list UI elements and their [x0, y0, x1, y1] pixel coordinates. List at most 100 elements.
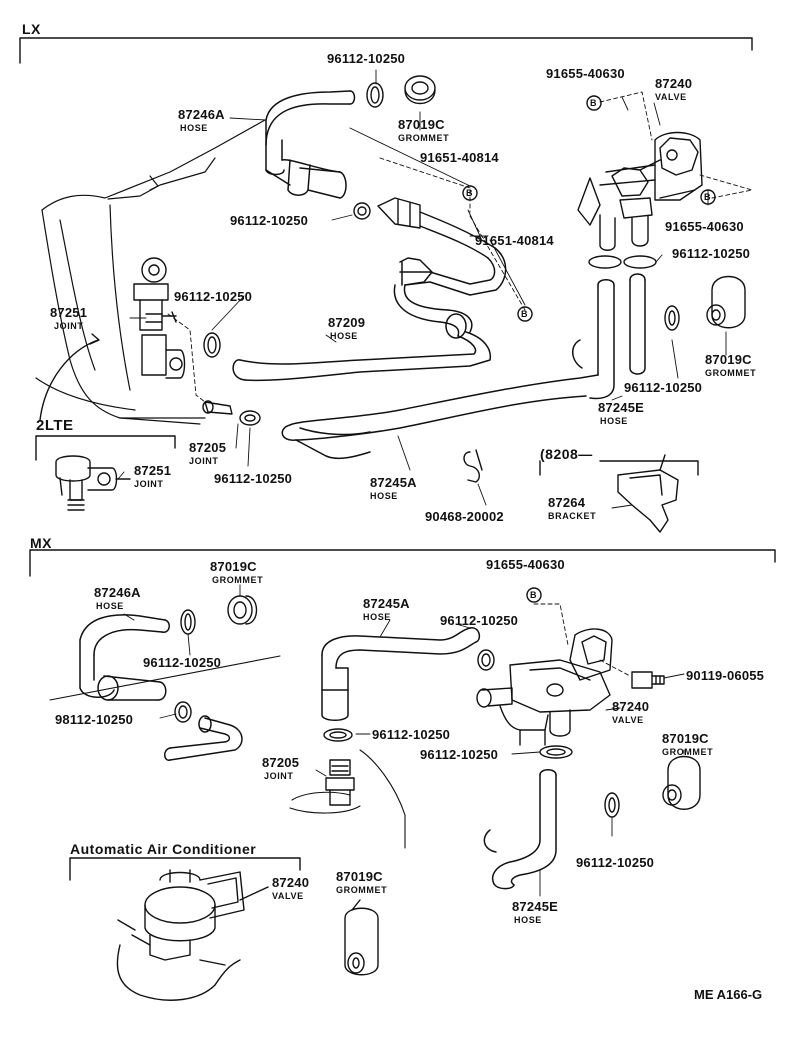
section-2lte-label: 2LTE: [36, 417, 74, 434]
bolt-mark-3: B: [704, 192, 712, 202]
label-87245e-a-desc: HOSE: [600, 416, 628, 426]
lte-arrow: [39, 339, 99, 421]
label-90119-06055: 90119-06055: [686, 668, 765, 683]
label-87245e-b-desc: HOSE: [514, 915, 542, 925]
label-87019c-a: 87019C: [398, 117, 445, 132]
mx-clamp-3: [477, 649, 495, 671]
label-87246a-b-desc: HOSE: [96, 601, 124, 611]
lx-bolt-4-icon: [517, 306, 533, 322]
mx-hose-lower: [164, 715, 243, 761]
label-87019c-b: 87019C: [705, 352, 752, 367]
label-87209: 87209: [328, 315, 366, 330]
label-87019c-c-desc: GROMMET: [212, 575, 264, 585]
lx-bolt-2-icon: [462, 185, 478, 201]
label-91651-40814-a: 91651-40814: [420, 150, 499, 165]
mx-bolt-icon: [526, 587, 542, 603]
label-87205-a-desc: JOINT: [189, 456, 219, 466]
label-96112-10250-b: 96112-10250: [230, 213, 309, 228]
lte-frame: [35, 435, 176, 461]
label-91655-40630-c: 91655-40630: [486, 557, 565, 572]
lx-pipe-valve-connector: [353, 197, 496, 259]
label-96112-10250-i: 96112-10250: [372, 727, 451, 742]
lx-hose-87245E: [572, 273, 646, 400]
label-87019c-d-desc: GROMMET: [662, 747, 714, 757]
label-96112-10250-a: 96112-10250: [327, 51, 406, 66]
label-87251-b: 87251: [134, 463, 172, 478]
lx-hose-87246A: [265, 90, 356, 199]
lx-clamp-4: [664, 305, 680, 331]
label-87264-desc: BRACKET: [548, 511, 597, 521]
lx-hose-87209: [232, 247, 507, 382]
lx-bolt-3-icon: [700, 189, 716, 205]
label-91655-40630-a: 91655-40630: [546, 66, 625, 81]
label-96112-10250-k: 96112-10250: [576, 855, 655, 870]
section-auto-ac-label: Automatic Air Conditioner: [70, 841, 257, 857]
bracket-group-label: (8208—: [540, 446, 593, 462]
label-87019c-a-desc: GROMMET: [398, 133, 450, 143]
bolt-mark-4: B: [521, 309, 529, 319]
label-87240-c: 87240: [272, 875, 310, 890]
mx-hose-87245E: [483, 769, 557, 890]
bolt-mark-2: B: [466, 188, 474, 198]
label-96112-10250-h: 96112-10250: [143, 655, 222, 670]
label-87019c-e: 87019C: [336, 869, 383, 884]
lte-arrow-head: [89, 333, 100, 345]
label-87209-desc: HOSE: [330, 331, 358, 341]
lx-frame: [19, 37, 753, 64]
lx-engine-joint: [133, 257, 186, 379]
label-87245e-a: 87245E: [598, 400, 645, 415]
label-87251-a-desc: JOINT: [54, 321, 84, 331]
section-lx-label: LX: [22, 21, 41, 37]
lx-grommet-top: [404, 75, 436, 105]
label-87019c-d: 87019C: [662, 731, 709, 746]
mx-grommet-right: [662, 755, 701, 810]
lx-joint-87205: [202, 400, 233, 415]
lx-hose-87245A: [281, 374, 599, 460]
label-87205-b: 87205: [262, 755, 300, 770]
label-87245a-b: 87245A: [363, 596, 410, 611]
label-87205-a: 87205: [189, 440, 227, 455]
mx-clamp-2: [174, 701, 192, 723]
label-87019c-c: 87019C: [210, 559, 257, 574]
label-87019c-b-desc: GROMMET: [705, 368, 757, 378]
label-96112-10250-f: 96112-10250: [214, 471, 293, 486]
label-91655-40630-b: 91655-40630: [665, 219, 744, 234]
label-87245a-a-desc: HOSE: [370, 491, 398, 501]
label-87240-b: 87240: [612, 699, 650, 714]
label-87240-a: 87240: [655, 76, 693, 91]
label-87246a-b: 87246A: [94, 585, 141, 600]
label-87245e-b: 87245E: [512, 899, 559, 914]
section-mx-label: MX: [30, 535, 52, 551]
mx-dashed-lines: [533, 603, 631, 677]
mx-frame: [29, 549, 776, 577]
label-96112-10250-e: 96112-10250: [624, 380, 703, 395]
lx-clamp-2: [203, 332, 221, 358]
auto-ac-frame: [69, 857, 301, 881]
label-87264: 87264: [548, 495, 586, 510]
label-90468-20002: 90468-20002: [425, 509, 504, 524]
auto-ac-valve-drawing: [116, 869, 269, 1001]
lx-engine-outline: [35, 119, 266, 425]
mx-leaders: [123, 584, 685, 897]
auto-ac-grommet-drawing: [344, 899, 379, 976]
label-96112-10250-c: 96112-10250: [672, 246, 751, 261]
lx-dashed-lines: [167, 91, 753, 403]
mx-clamp-5: [539, 745, 573, 759]
mx-engine-outline: [49, 655, 406, 849]
label-87205-b-desc: JOINT: [264, 771, 294, 781]
lx-clamp-3: [588, 255, 657, 269]
bolt-mark-5: B: [530, 590, 538, 600]
lx-bracket-87264: [617, 454, 679, 533]
label-87019c-e-desc: GROMMET: [336, 885, 388, 895]
label-87251-b-desc: JOINT: [134, 479, 164, 489]
label-98112-10250: 98112-10250: [55, 712, 134, 727]
mx-clamp-4: [323, 728, 353, 742]
label-87240-b-desc: VALVE: [612, 715, 644, 725]
mx-hose-87246A: [79, 614, 170, 701]
mx-clamp-6: [604, 792, 620, 818]
lx-bolt-1-icon: [586, 95, 602, 111]
label-91651-40814-b: 91651-40814: [475, 233, 554, 248]
mx-valve-87240: [476, 628, 613, 746]
